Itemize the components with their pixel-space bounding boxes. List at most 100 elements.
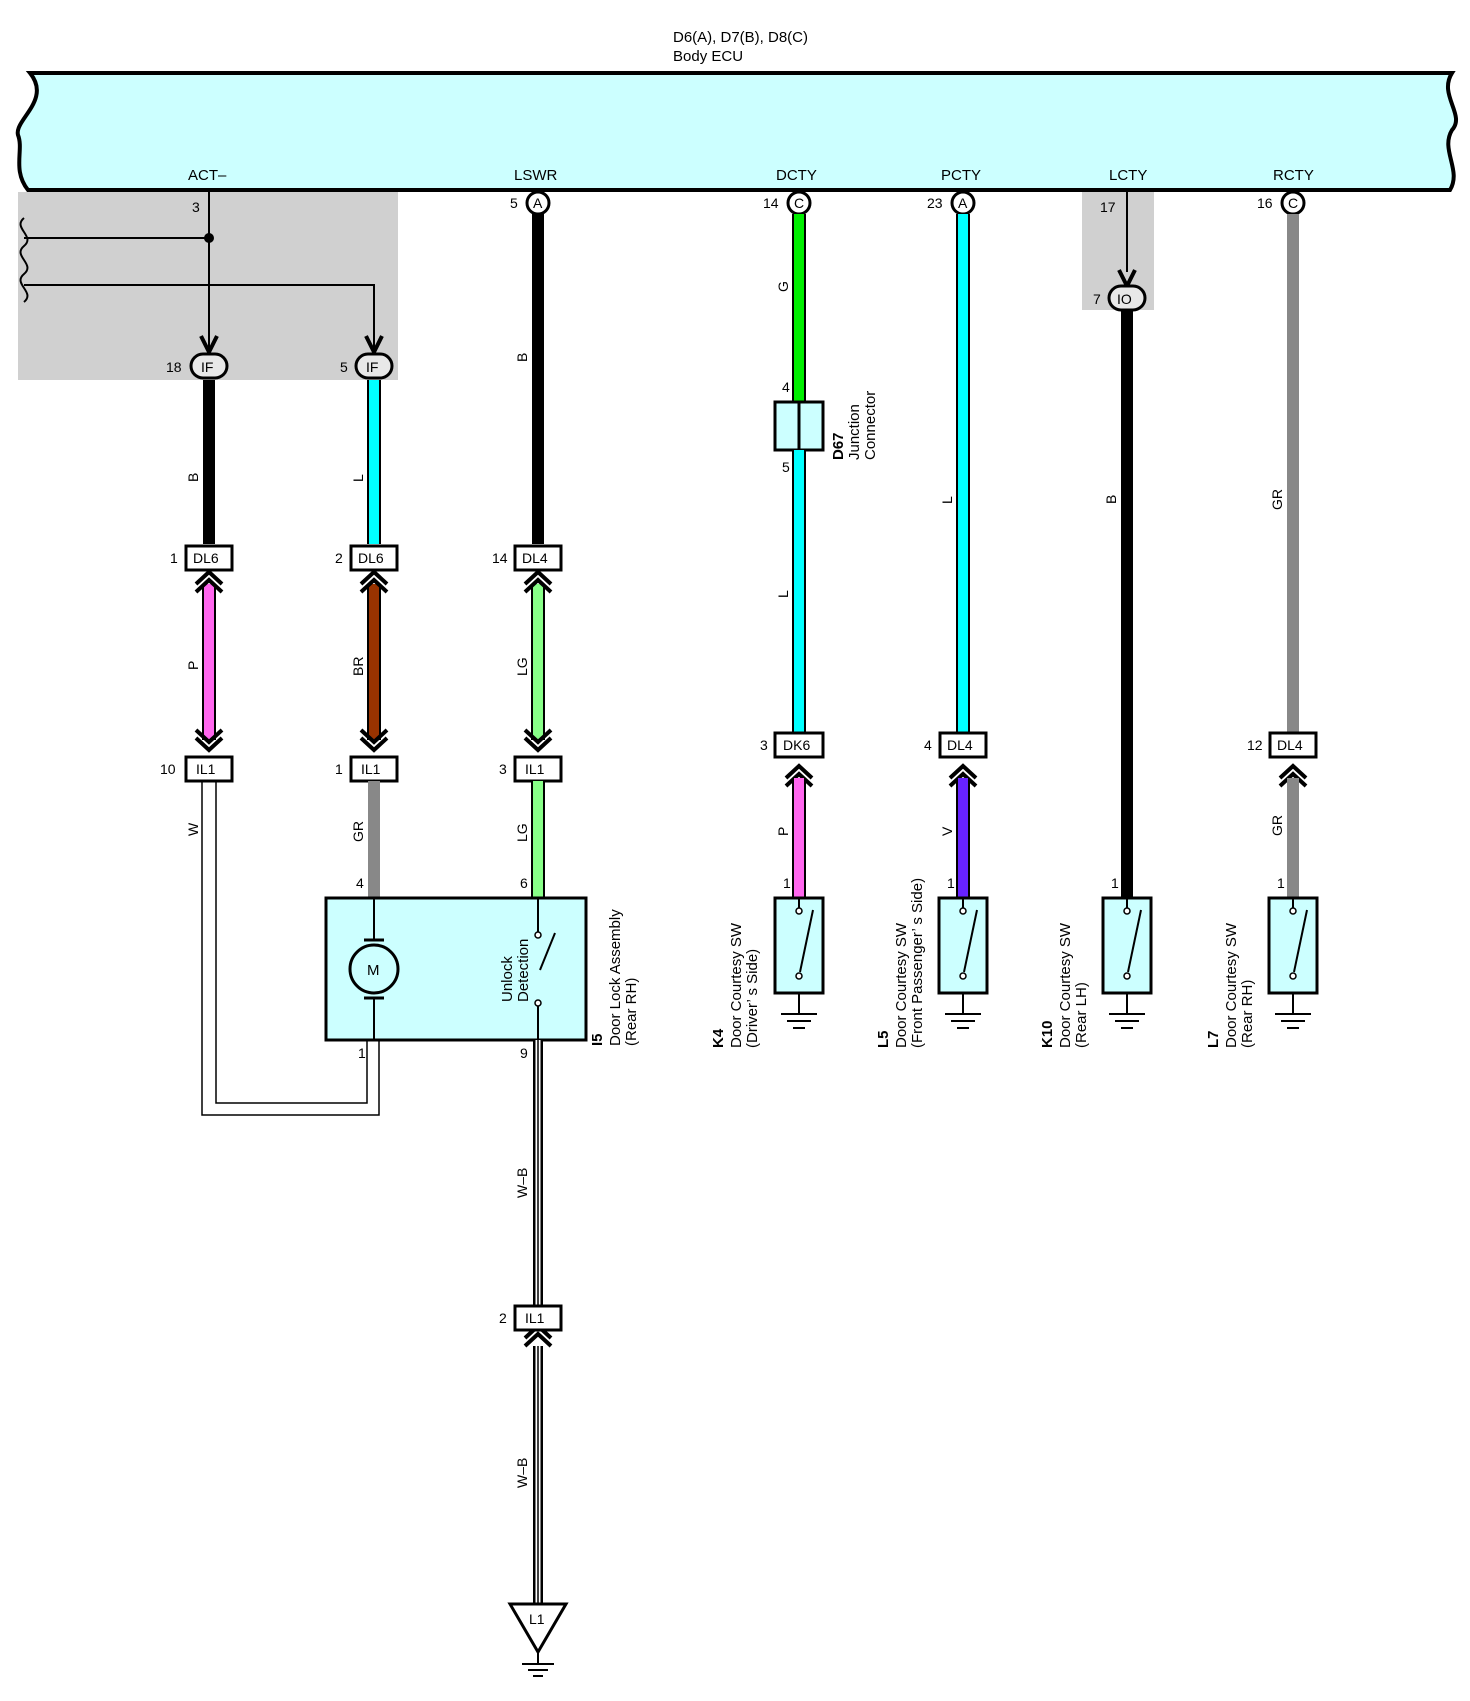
ecu-conn-rcty-label: C — [1288, 195, 1298, 211]
lock-pin-motor-top: 4 — [356, 875, 364, 891]
wire-label-lswr-upper: B — [514, 353, 530, 362]
wire-label-il1-10-lower: W — [185, 822, 201, 836]
door-lock-line2: (Rear RH) — [623, 978, 640, 1046]
ecu-pin-lcty: 17 — [1100, 199, 1116, 215]
motor-label: M — [367, 962, 380, 979]
motor-icon — [348, 943, 400, 995]
connector-dl6-2-pin: 2 — [335, 550, 343, 566]
switch-l5-line1: Door Courtesy SW — [893, 922, 910, 1048]
unlock-detection-line2: Detection — [515, 939, 532, 1002]
wire-label-dcty-lower: L — [775, 590, 791, 598]
switch-l7-line1: Door Courtesy SW — [1223, 922, 1240, 1048]
connector-dl6-1 — [184, 544, 234, 572]
wire-label-l7: GR — [1269, 815, 1285, 836]
lock-pin-switch-bottom: 9 — [520, 1045, 528, 1061]
terminal-pcty: PCTY — [941, 167, 981, 184]
junction-pin-in: 4 — [782, 379, 790, 395]
wire-label-pcty-upper: L — [939, 496, 955, 504]
act-branch — [19, 191, 384, 357]
connector-il1-10-label: IL1 — [196, 761, 216, 777]
wire-label-ground-b: W–B — [514, 1458, 530, 1488]
connector-dl4-14-label: DL4 — [522, 550, 548, 566]
connector-il1-10 — [184, 755, 234, 783]
connector-il1-3-label: IL1 — [525, 761, 545, 777]
connector-dl4-12 — [1268, 731, 1318, 759]
switch-l5-pin: 1 — [947, 875, 955, 891]
wire-label-ground-a: W–B — [514, 1168, 530, 1198]
switch-l5-line2: (Front Passenger’ s Side) — [909, 878, 926, 1048]
lock-pin-motor-bottom: 1 — [358, 1045, 366, 1061]
switch-k10-line2: (Rear LH) — [1073, 982, 1090, 1048]
connector-io-pin: 7 — [1093, 291, 1101, 307]
connector-dl6-2-label: DL6 — [358, 550, 384, 566]
switch-k10-line1: Door Courtesy SW — [1057, 922, 1074, 1048]
connector-dl4-4 — [938, 731, 988, 759]
ground-point-l1-label: L1 — [529, 1611, 545, 1627]
wire-label-il1-3-lower: LG — [514, 823, 530, 842]
ecu-conn-dcty-label: C — [794, 195, 804, 211]
ecu-pin-dcty: 14 — [763, 195, 779, 211]
connector-dk6-3-pin: 3 — [760, 737, 768, 753]
connector-il1-1-pin: 1 — [335, 761, 343, 777]
wire-label-il1-1-lower: GR — [350, 821, 366, 842]
connector-dk6-3 — [773, 731, 825, 759]
switch-k10 — [1101, 896, 1153, 1029]
switch-k4-code: K4 — [710, 1028, 727, 1048]
switch-k4-line1: Door Courtesy SW — [728, 922, 745, 1048]
terminal-act: ACT– — [188, 167, 227, 184]
terminal-lcty: LCTY — [1109, 167, 1147, 184]
wire-label-k4: P — [775, 827, 791, 836]
switch-k10-pin: 1 — [1111, 875, 1119, 891]
wire-label-act-upper: B — [185, 473, 201, 482]
wire-label-dcty-upper: G — [775, 281, 791, 292]
connector-dl4-14-pin: 14 — [492, 550, 508, 566]
connector-dl4-12-pin: 12 — [1247, 737, 1263, 753]
terminal-lswr: LSWR — [514, 167, 558, 184]
door-lock-code: I5 — [589, 1033, 606, 1046]
door-lock-line1: Door Lock Assembly — [607, 909, 624, 1046]
body-ecu — [15, 71, 1459, 192]
ecu-pin-lswr: 5 — [510, 195, 518, 211]
ecu-subtitle: Body ECU — [673, 48, 743, 65]
connector-dl6-1-pin: 1 — [170, 550, 178, 566]
junction-line2: Connector — [862, 391, 879, 460]
connector-if-5 — [354, 352, 394, 380]
wire-label-lcty: B — [1103, 495, 1119, 504]
connector-io-label: IO — [1117, 291, 1132, 307]
switch-l5-code: L5 — [875, 1030, 892, 1048]
wire-white-loop — [201, 781, 380, 1116]
ecu-title: D6(A), D7(B), D8(C) — [673, 29, 808, 46]
connector-il1-1-label: IL1 — [361, 761, 381, 777]
ecu-pin-rcty: 16 — [1257, 195, 1273, 211]
connector-il1-3-pin: 3 — [499, 761, 507, 777]
connector-dk6-3-label: DK6 — [783, 737, 810, 753]
switch-k10-code: K10 — [1039, 1020, 1056, 1048]
connector-dl6-2 — [349, 544, 399, 572]
connector-dl4-12-label: DL4 — [1277, 737, 1303, 753]
connector-if-18-pin: 18 — [166, 359, 182, 375]
wire-white-loop-inner — [215, 781, 368, 1104]
connector-il1-2-pin: 2 — [499, 1310, 507, 1326]
junction-line1: Junction — [846, 404, 863, 460]
connector-il1-2 — [513, 1304, 563, 1332]
switch-k4 — [773, 896, 825, 1029]
terminal-dcty: DCTY — [776, 167, 817, 184]
wire-label-l5: V — [939, 826, 955, 836]
connector-dl4-14 — [513, 544, 563, 572]
connector-if-18 — [189, 352, 229, 380]
ground-point-l1 — [507, 1602, 569, 1655]
unlock-detection-line1: Unlock — [499, 956, 516, 1002]
switch-l7-pin: 1 — [1277, 875, 1285, 891]
connector-il1-1 — [349, 755, 399, 783]
ecu-pin-act: 3 — [192, 199, 200, 215]
switch-l5 — [937, 896, 989, 1029]
connector-dl4-4-label: DL4 — [947, 737, 973, 753]
junction-pin-out: 5 — [782, 459, 790, 475]
junction-code: D67 — [830, 432, 847, 460]
connector-if-18-label: IF — [201, 359, 213, 375]
switch-k4-line2: (Driver’ s Side) — [744, 949, 761, 1048]
wire-label-if5-mid: BR — [350, 657, 366, 676]
ecu-pin-pcty: 23 — [927, 195, 943, 211]
connector-if-5-label: IF — [366, 359, 378, 375]
